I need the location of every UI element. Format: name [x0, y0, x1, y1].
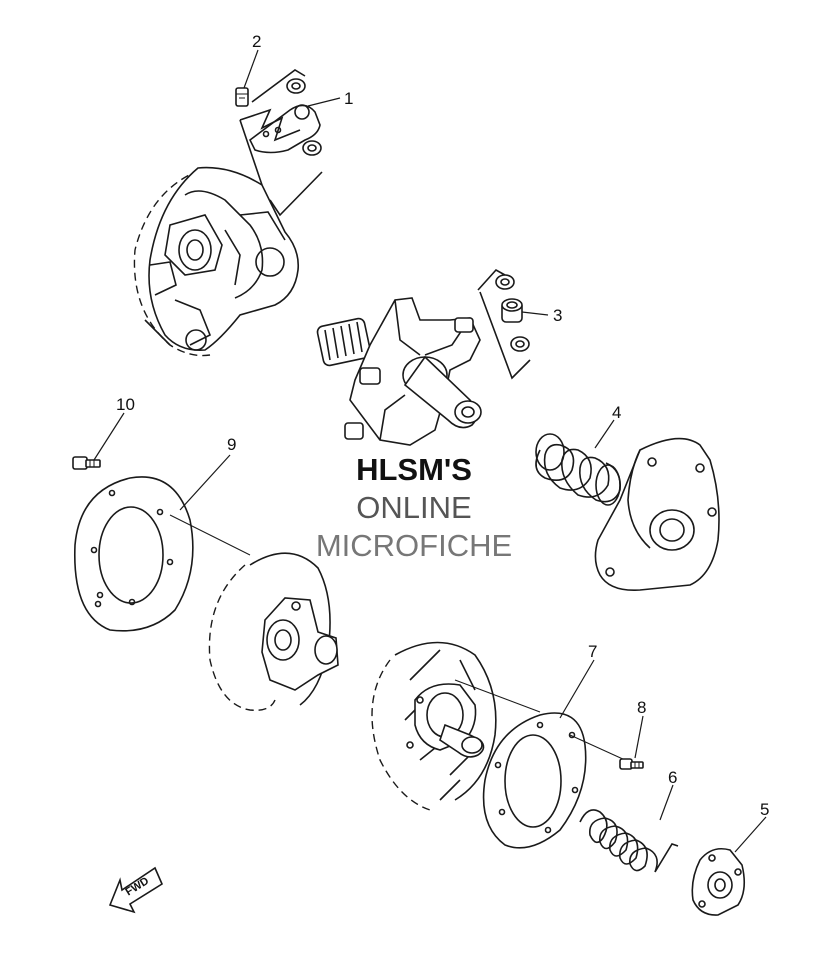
part-1-weight-arm [239, 69, 323, 217]
spider-shaft-assembly [316, 297, 482, 446]
callout-6: 6 [668, 768, 677, 787]
watermark-line-1: HLSM'S [356, 452, 472, 487]
primary-sheave-housing [133, 166, 300, 357]
callout-2: 2 [252, 32, 261, 51]
callout-3: 3 [553, 306, 562, 325]
callout-9: 9 [227, 435, 236, 454]
part-5-cap [691, 847, 746, 916]
part-3-bushings [477, 268, 531, 380]
watermark-line-3: MICROFICHE [315, 528, 513, 563]
part-7-plate [482, 712, 626, 849]
callout-10: 10 [116, 395, 135, 414]
primary-cover [594, 437, 720, 592]
leader-lines [93, 49, 767, 853]
callout-7: 7 [588, 642, 597, 661]
callout-4: 4 [612, 403, 621, 422]
callouts: 2 1 3 4 5 6 7 8 9 10 [116, 32, 769, 819]
watermark-line-2: ONLINE [356, 490, 472, 525]
part-8-bolt [619, 758, 644, 770]
fwd-arrow: FWD [108, 866, 164, 914]
part-10-bolt [72, 456, 101, 470]
part-4-spring [535, 433, 622, 506]
part-6-spring [579, 809, 679, 873]
part-9-disc-plate [73, 476, 251, 632]
secondary-sheave [371, 641, 541, 811]
callout-8: 8 [637, 698, 646, 717]
callout-1: 1 [344, 89, 353, 108]
movable-sheave [208, 552, 339, 711]
part-2-bolt [235, 87, 249, 107]
callout-5: 5 [760, 800, 769, 819]
